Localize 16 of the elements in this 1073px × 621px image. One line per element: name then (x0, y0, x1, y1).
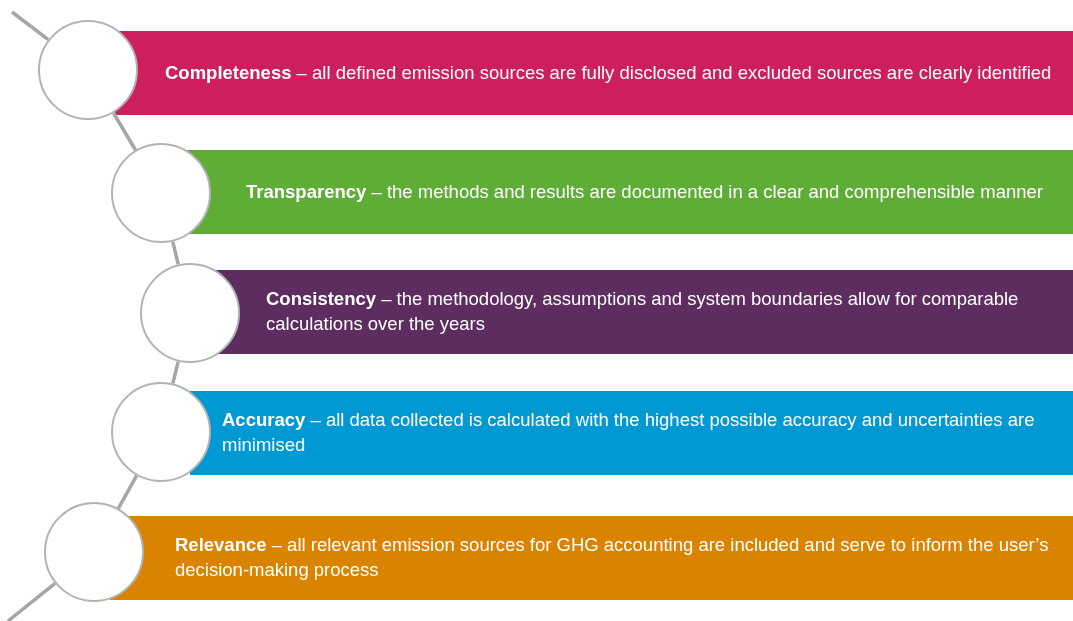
description-text: Consistency – the methodology, assumptions and system boundaries allow for comparable calculations over the years (266, 287, 1020, 336)
banner (190, 391, 1073, 475)
description-text: Relevance – all relevant emission sources for GHG accounting are included and serve to inform the user’s decision-making process (175, 533, 1050, 582)
connector-line (171, 241, 180, 265)
connector-line (171, 361, 180, 384)
banner (115, 31, 1073, 115)
banner (215, 270, 1073, 354)
description-text: Completeness – all defined emission sources are fully disclosed and excluded sources are clearly identified (165, 60, 1052, 85)
banner (110, 516, 1073, 600)
connector-line (112, 112, 137, 151)
description-text: Transparency – the methods and results are documented in a clear and comprehensible manner (246, 179, 1043, 204)
banner (185, 150, 1073, 234)
connector-line (10, 10, 50, 42)
connector-line (116, 474, 139, 510)
description-text: Accuracy – all data collected is calculated with the highest possible accuracy and uncertainties are minimised (222, 408, 1036, 457)
connector-line (6, 581, 57, 621)
